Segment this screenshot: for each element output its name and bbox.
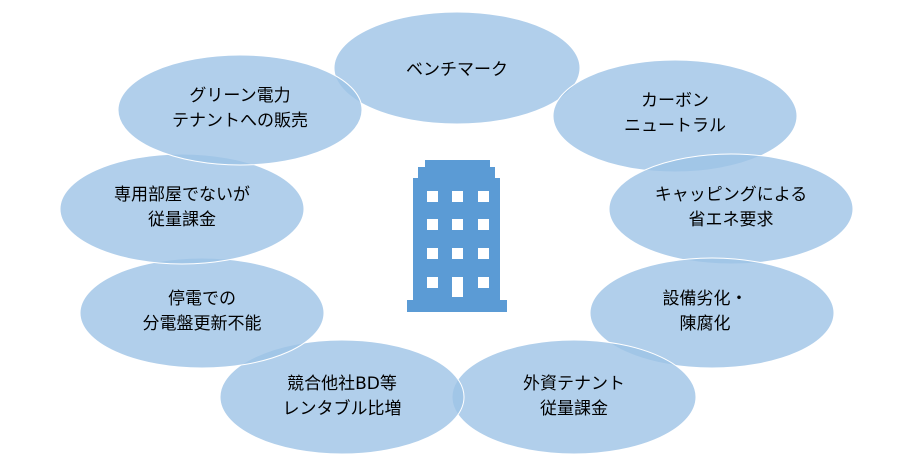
bubble-label: 停電での: [168, 289, 236, 309]
bubble-label: 分電盤更新不能: [143, 314, 262, 334]
bubble-label: 設備劣化・: [663, 289, 748, 309]
bubble-foreign-tenant: 外資テナント 従量課金: [451, 339, 697, 455]
bubble-green-power: グリーン電力 テナントへの販売: [117, 54, 363, 166]
bubble-label: 専用部屋でないが: [114, 185, 250, 205]
bubble-label: 従量課金: [540, 399, 608, 419]
bubble-label: ニュートラル: [624, 116, 726, 136]
bubble-label: レンタブル比増: [283, 398, 402, 419]
office-building-icon: [407, 160, 507, 312]
bubble-label: グリーン電力: [189, 86, 290, 106]
bubble-label: カーボン: [641, 91, 709, 111]
bubble-carbon-neutral: カーボン ニュートラル: [552, 59, 798, 173]
bubble-equipment-aging: 設備劣化・ 陳腐化: [589, 257, 835, 369]
bubble-label: キャッピングによる: [655, 185, 808, 205]
bubble-power-outage: 停電での 分電盤更新不能: [79, 257, 325, 369]
bubble-metered-billing: 専用部屋でないが 従量課金: [59, 153, 305, 265]
bubble-label: 陳腐化: [680, 314, 731, 334]
bubble-label: 外資テナント: [523, 374, 625, 394]
bubble-label: 競合他社BD等: [287, 374, 397, 394]
bubble-label: 省エネ要求: [689, 210, 774, 230]
bubble-label: ベンチマーク: [406, 60, 508, 80]
bubble-competitors: 競合他社BD等 レンタブル比増: [219, 339, 465, 455]
bubble-label: テナントへの販売: [172, 111, 308, 131]
bubble-capping: キャッピングによる 省エネ要求: [608, 153, 854, 265]
bubble-label: 従量課金: [148, 210, 216, 230]
bubble-benchmark: ベンチマーク: [333, 11, 581, 125]
